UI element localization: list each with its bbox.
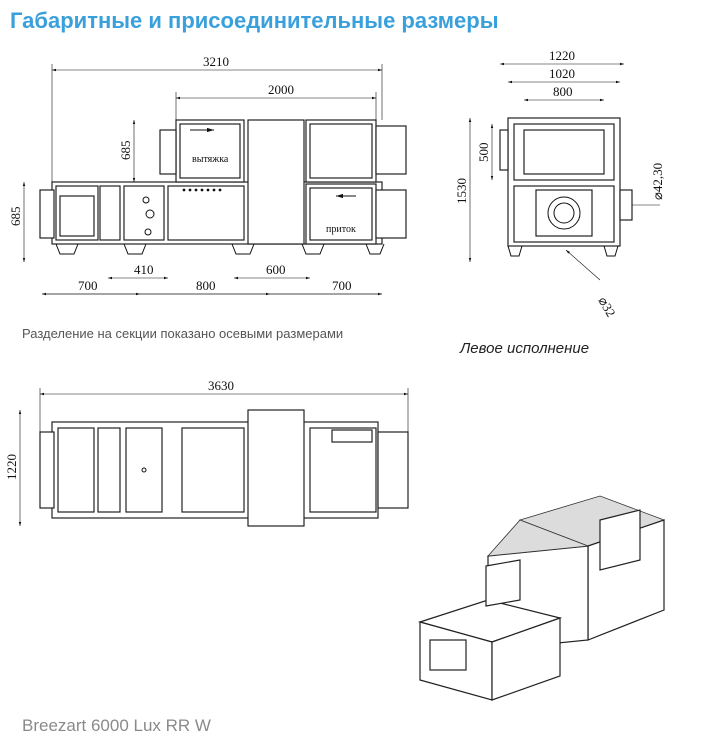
- dim-height-left: 685: [8, 207, 23, 227]
- label-supply: приток: [326, 224, 356, 235]
- dim-dia-drain: ⌀32: [595, 294, 618, 320]
- dim-800: 800: [196, 278, 216, 293]
- top-view: 3630 1220: [4, 378, 409, 527]
- dim-3630: 3630: [208, 378, 234, 393]
- dim-height-upper: 685: [118, 141, 133, 161]
- label-exhaust: вытяжка: [192, 154, 229, 165]
- dim-600: 600: [266, 262, 286, 277]
- dim-800-end: 800: [553, 84, 573, 99]
- page-title: Габаритные и присоединительные размеры: [10, 8, 499, 33]
- filter-section: [123, 185, 165, 241]
- dim-upper-length: 2000: [268, 82, 294, 97]
- dim-700b: 700: [332, 278, 352, 293]
- model-name: Breezart 6000 Lux RR W: [22, 716, 211, 735]
- variant-label: Левое исполнение: [460, 340, 590, 357]
- dim-1530: 1530: [454, 178, 469, 204]
- middle-tower: [247, 119, 305, 245]
- end-view: 1220 1020 800 1530 500 ⌀42,30 ⌀32: [454, 48, 665, 320]
- dim-dia-side: ⌀42,30: [650, 163, 665, 200]
- dim-1220: 1220: [549, 48, 575, 63]
- dim-410: 410: [134, 262, 154, 277]
- dim-500: 500: [476, 143, 491, 163]
- dim-total-length: 3210: [203, 54, 229, 69]
- heater-section: [167, 185, 245, 241]
- section-caption: Разделение на секции показано осевыми ра…: [22, 326, 344, 341]
- side-view: вытяжка приток 3210 2000 685 685 410 600…: [8, 54, 407, 296]
- dim-1020: 1020: [549, 66, 575, 81]
- dim-1220-top: 1220: [4, 454, 19, 480]
- isometric-view: [417, 495, 666, 701]
- dim-700a: 700: [78, 278, 98, 293]
